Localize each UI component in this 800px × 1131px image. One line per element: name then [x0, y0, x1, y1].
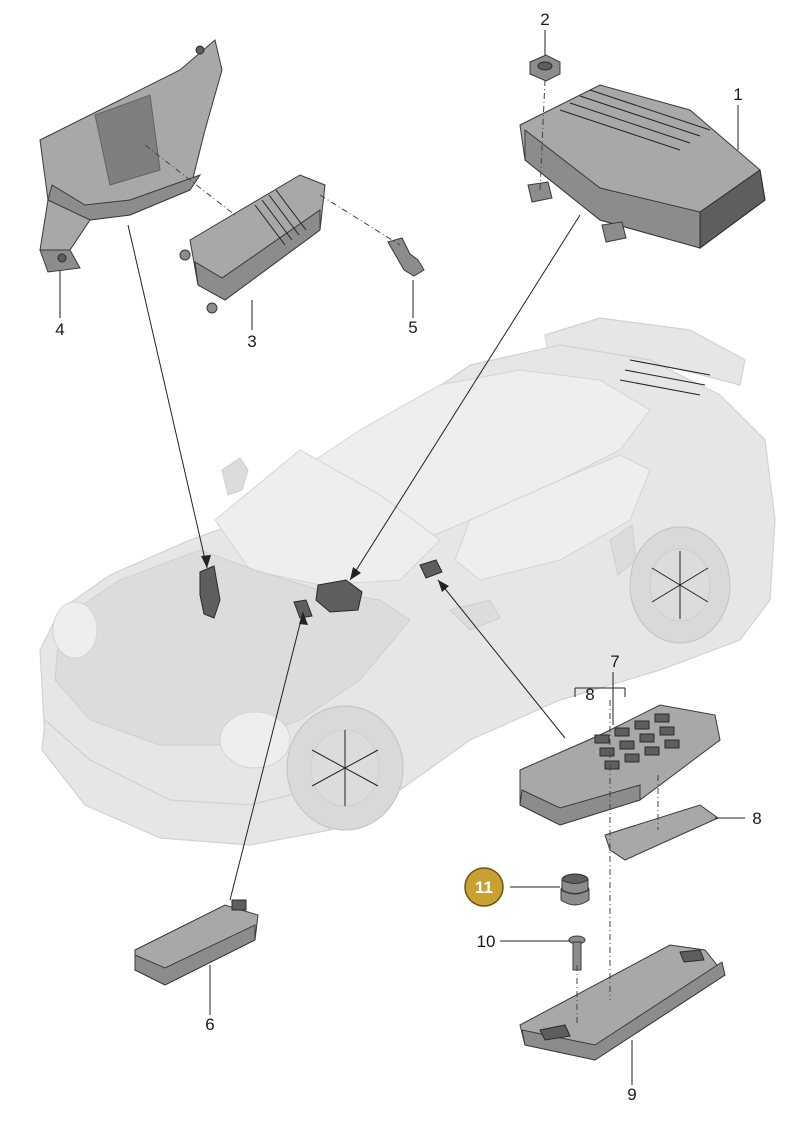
assembly-lines: [144, 79, 659, 1025]
callout-7: 7: [610, 652, 619, 671]
part-1-control-unit: [519, 84, 766, 249]
callout-5: 5: [408, 318, 417, 337]
location-arrows: [127, 214, 581, 901]
mounted-parts: [199, 559, 443, 619]
callout-8-top: 8: [585, 685, 594, 704]
part-10-screw: [568, 935, 586, 971]
callout-10: 10: [477, 932, 496, 951]
callout-1: 1: [733, 85, 742, 104]
callout-11: 11: [475, 878, 493, 897]
callout-2: 2: [540, 10, 549, 29]
part-6-module: [134, 899, 259, 986]
part-2-nut: [529, 54, 561, 82]
part-8-cover: [604, 804, 719, 861]
leader-lines: [59, 30, 745, 1085]
callout-11-badge: 11: [464, 867, 504, 907]
callout-3: 3: [247, 332, 256, 351]
part-7-remote: [519, 704, 721, 826]
callout-9: 9: [627, 1085, 636, 1104]
callout-6: 6: [205, 1015, 214, 1034]
part-11-grommet: [560, 873, 590, 906]
car-illustration: [39, 317, 776, 846]
part-9-holder: [519, 944, 726, 1061]
part-3-module: [179, 174, 326, 314]
callout-4: 4: [55, 320, 64, 339]
part-4-bracket: [39, 39, 223, 273]
keypad-buttons: [594, 713, 680, 770]
part-5-bolt: [387, 237, 425, 277]
callout-8-right: 8: [752, 809, 761, 828]
